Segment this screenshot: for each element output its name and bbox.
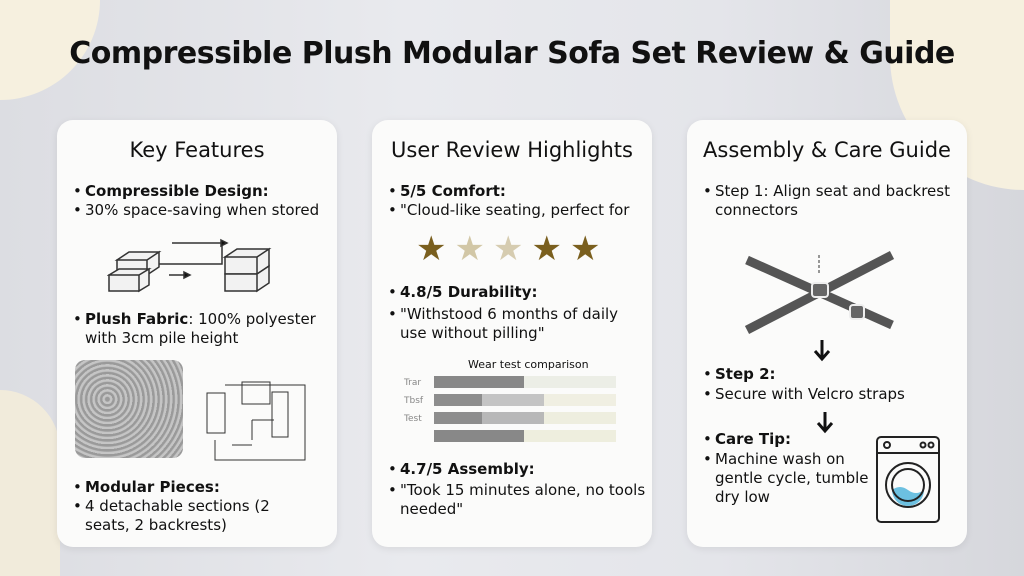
review-quote: use without pilling" — [400, 324, 545, 342]
feature-title: Plush Fabric — [85, 310, 189, 328]
care-title: Care Tip: — [715, 430, 792, 448]
care-text: gentle cycle, tumble — [715, 469, 869, 487]
washing-machine-icon — [876, 436, 940, 523]
star-icon: ★ — [492, 229, 524, 269]
review-title: 4.8/5 Durability: — [400, 283, 538, 301]
care-text: Machine wash on — [715, 450, 845, 468]
chart-label: Tbsf — [404, 396, 424, 406]
star-rating: ★★★★★ — [416, 232, 600, 266]
compression-diagram-icon — [107, 238, 272, 293]
step-title: Step 2: — [715, 365, 776, 383]
star-icon: ★ — [531, 229, 562, 269]
step-text: Secure with Velcro straps — [715, 385, 905, 403]
module-layout-diagram — [206, 381, 306, 461]
decor-chair — [0, 390, 60, 576]
arrow-down-icon — [813, 340, 831, 362]
feature-text: seats, 2 backrests) — [85, 516, 227, 534]
card-heading: Assembly & Care Guide — [703, 138, 951, 162]
key-features-card: Key Features Compressible Design: 30% sp… — [57, 120, 337, 547]
review-quote: "Withstood 6 months of daily — [400, 305, 619, 323]
chart-label: Test — [404, 414, 422, 424]
strap-connector-diagram — [744, 251, 895, 362]
assembly-care-card: Assembly & Care Guide Step 1: Align seat… — [687, 120, 967, 547]
review-title: 5/5 Comfort: — [400, 182, 506, 200]
review-quote: needed" — [400, 500, 464, 518]
bar-row — [434, 430, 616, 442]
wear-test-bar-chart — [434, 376, 616, 442]
review-quote: "Took 15 minutes alone, no tools — [400, 481, 646, 499]
feature-text: 30% space-saving when stored — [85, 201, 320, 219]
star-icon: ★ — [416, 229, 447, 269]
fabric-swatch-image — [75, 360, 183, 458]
card-heading: User Review Highlights — [391, 138, 633, 162]
bar-row — [434, 412, 616, 424]
chart-title: Wear test comparison — [468, 358, 589, 371]
care-text: dry low — [715, 488, 770, 506]
feature-title: Modular Pieces: — [85, 478, 220, 496]
step-text: Align seat and backrest — [768, 182, 950, 200]
feature-text: : 100% polyester — [188, 310, 316, 328]
review-quote: "Cloud-like seating, perfect for — [400, 201, 630, 219]
card-heading: Key Features — [129, 138, 265, 162]
arrow-down-icon — [816, 412, 834, 434]
step-text: connectors — [715, 201, 798, 219]
feature-text: with 3cm pile height — [85, 329, 239, 347]
review-title: 4.7/5 Assembly: — [400, 460, 535, 478]
step-title: Step 1: — [715, 182, 769, 200]
feature-title: Compressible Design: — [85, 182, 269, 200]
star-icon: ★ — [454, 229, 485, 269]
feature-text: 4 detachable sections (2 — [85, 497, 270, 515]
star-icon: ★ — [569, 229, 601, 269]
page-title: Compressible Plush Modular Sofa Set Revi… — [69, 36, 955, 71]
chart-label: Trar — [404, 378, 422, 388]
bar-row — [434, 394, 616, 406]
user-reviews-card: User Review Highlights 5/5 Comfort: "Clo… — [372, 120, 652, 547]
bar-row — [434, 376, 616, 388]
